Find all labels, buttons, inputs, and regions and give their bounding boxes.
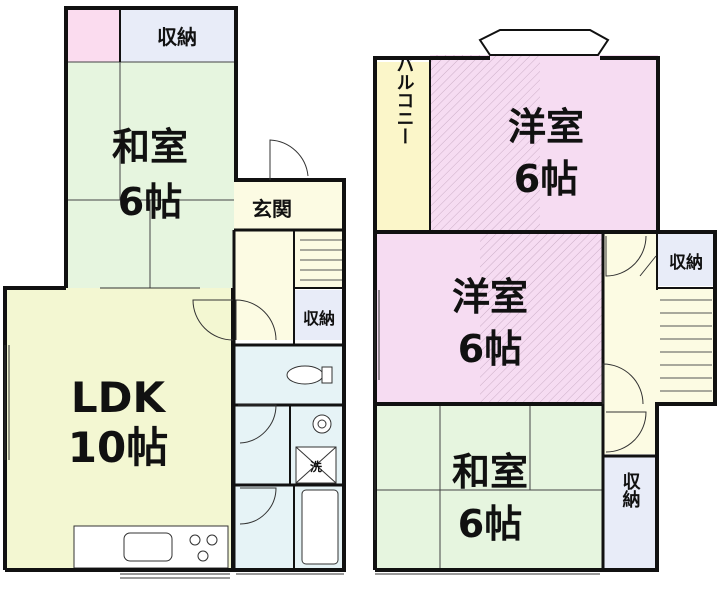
- stair-steps-1f: [300, 239, 344, 281]
- tatami-lines-2f: [375, 404, 603, 570]
- floor-1: [3, 6, 346, 579]
- washitsu-2f-name: 和室: [452, 450, 528, 494]
- hall-2f: [603, 232, 657, 454]
- youshitsu-a-size: 6帖: [514, 157, 578, 201]
- washitsu-2f-size: 6帖: [458, 502, 522, 546]
- sink-drain: [317, 419, 327, 429]
- balcony-label: バルコニー: [394, 55, 415, 145]
- storage-hall-area: [657, 234, 715, 286]
- storage-hall-label: 収納: [669, 252, 703, 273]
- ldk-name: LDK: [71, 373, 167, 422]
- toilet-tank: [321, 366, 333, 384]
- storage-top-area: [120, 10, 234, 62]
- youshitsu-b-size: 6帖: [458, 327, 522, 371]
- sink-fixture: [312, 414, 332, 434]
- washer-diag-2: [295, 446, 337, 484]
- windows-1f: [4, 287, 344, 579]
- walls-2f: [373, 56, 717, 572]
- stair-steps-2f: [660, 299, 712, 392]
- ldk-room: [5, 288, 233, 570]
- stairs-1f: [294, 230, 344, 288]
- washer-mark: 洗: [310, 459, 322, 474]
- bay-window: [478, 29, 610, 56]
- toilet-fixture: [286, 365, 324, 385]
- storage-mid-area: [294, 290, 344, 340]
- youshitsu-a-name: 洋室: [508, 105, 584, 149]
- door-swings-2f: [602, 235, 657, 453]
- youshitsu-b-hatch: [480, 232, 603, 404]
- tatami-lines-1f: [66, 61, 234, 288]
- entrance-label: 玄関: [252, 197, 292, 221]
- kitchen-sink: [123, 532, 173, 562]
- storage-side-label: 収納: [620, 472, 641, 508]
- washitsu-1f-size: 6帖: [118, 180, 182, 224]
- storage-side-area: [603, 456, 657, 570]
- door-swings-1f: [192, 139, 309, 525]
- washitsu-2f-room: [375, 404, 603, 570]
- storage-mid-label: 収納: [303, 309, 335, 328]
- hall-area: [234, 230, 294, 340]
- youshitsu-b-name: 洋室: [452, 275, 528, 319]
- balcony-area: [377, 62, 430, 232]
- stairs-2f: [657, 288, 715, 403]
- windows-2f: [374, 290, 600, 575]
- bathtub: [301, 489, 339, 565]
- washitsu-1f-name: 和室: [112, 125, 188, 169]
- pink-corner: [66, 10, 120, 62]
- entrance-area: [234, 180, 344, 230]
- storage-top-label: 収納: [157, 25, 197, 49]
- youshitsu-a-hatch: [430, 55, 540, 232]
- stove-burners: [189, 534, 218, 562]
- ldk-size: 10帖: [68, 423, 168, 472]
- floor-2: [373, 29, 717, 575]
